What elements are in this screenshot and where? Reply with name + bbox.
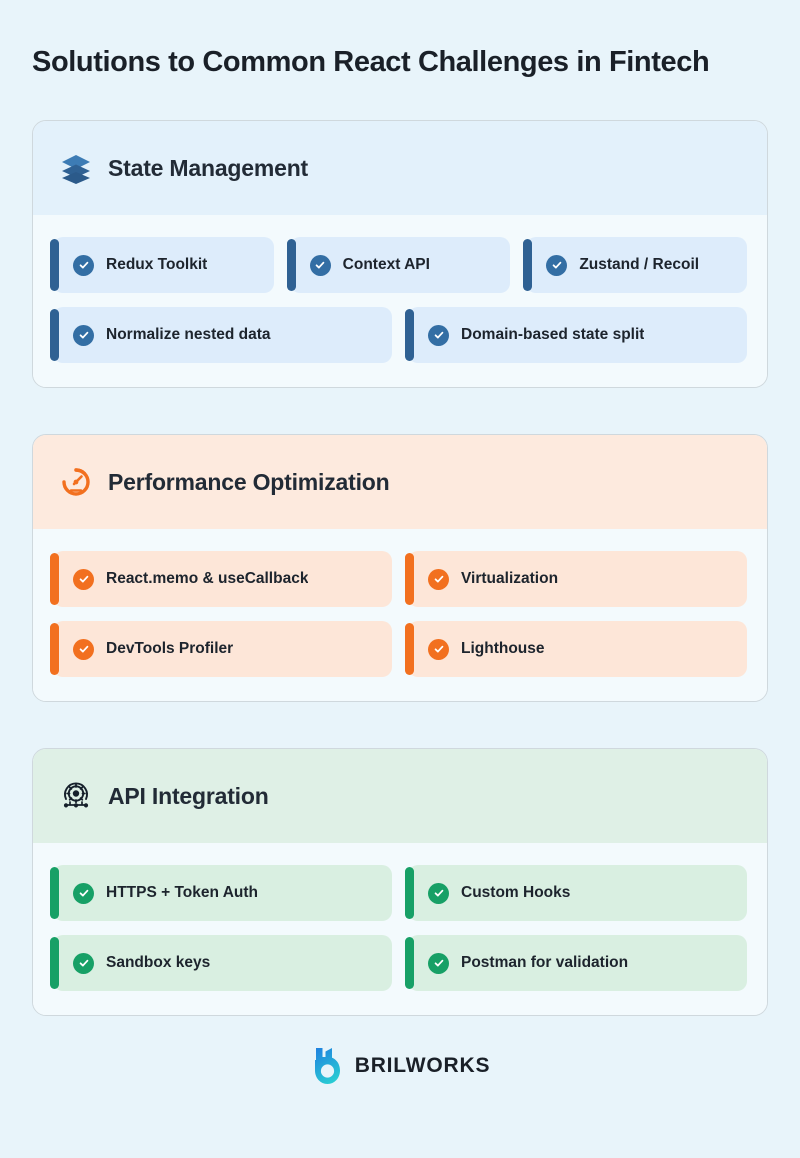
list-item-label: Custom Hooks [461,884,571,902]
gauge-speedometer-icon [59,465,93,499]
list-item-label: Lighthouse [461,640,545,658]
list-item[interactable]: Redux Toolkit [50,237,274,294]
pill-row: Normalize nested data Domain-based state… [50,307,747,364]
list-item[interactable]: Lighthouse [405,621,747,678]
footer-brand: BRILWORKS [32,1046,768,1086]
list-item[interactable]: Context API [286,237,511,294]
pill-row: DevTools Profiler Lighthouse [50,621,747,678]
section-header-api-integration: API Integration [33,749,767,844]
list-item[interactable]: Domain-based state split [405,307,747,364]
list-item-label: Normalize nested data [106,326,271,344]
check-circle-icon [546,254,568,276]
section-body-performance-optimization: React.memo & useCallback Virtualization … [33,529,767,702]
list-item[interactable]: Zustand / Recoil [523,237,748,294]
list-item-label: HTTPS + Token Auth [106,884,258,902]
list-item-label: Postman for validation [461,954,629,972]
layers-stack-icon [59,151,93,185]
brilworks-b-logo [310,1046,344,1086]
check-circle-icon [428,638,449,660]
section-title: State Management [108,154,309,181]
check-circle-icon [73,952,94,974]
section-header-state-management: State Management [33,121,767,216]
check-circle-icon [73,324,94,346]
list-item[interactable]: Sandbox keys [50,935,392,992]
list-item[interactable]: Postman for validation [405,935,747,992]
section-body-api-integration: HTTPS + Token Auth Custom Hooks Sandbox … [33,843,767,1016]
check-circle-icon [428,882,449,904]
pill-row: Redux Toolkit Context API Zustand / Reco… [50,237,748,294]
list-item-label: React.memo & useCallback [106,570,309,588]
list-item-label: Virtualization [461,570,559,588]
list-item-label: Redux Toolkit [106,256,208,274]
list-item[interactable]: Custom Hooks [405,865,747,922]
list-item[interactable]: React.memo & useCallback [50,551,392,608]
section-title: API Integration [108,782,269,809]
check-circle-icon [428,952,449,974]
list-item-label: DevTools Profiler [106,640,234,658]
section-card-api-integration: API Integration HTTPS + Token Auth Custo… [32,748,768,1017]
list-item[interactable]: Virtualization [405,551,747,608]
check-circle-icon [428,568,449,590]
list-item-label: Sandbox keys [106,954,211,972]
section-header-performance-optimization: Performance Optimization [33,435,767,530]
check-circle-icon [428,324,449,346]
section-title: Performance Optimization [108,468,390,495]
check-circle-icon [73,254,94,276]
check-circle-icon [73,638,94,660]
list-item[interactable]: DevTools Profiler [50,621,392,678]
list-item[interactable]: HTTPS + Token Auth [50,865,392,922]
list-item-label: Context API [342,256,430,274]
brand-wordmark: BRILWORKS [354,1054,491,1078]
pill-row: React.memo & useCallback Virtualization [50,551,747,608]
check-circle-icon [309,254,331,276]
list-item-label: Zustand / Recoil [579,256,700,274]
check-circle-icon [73,568,94,590]
list-item-label: Domain-based state split [461,326,645,344]
section-card-state-management: State Management Redux Toolkit Context A… [32,120,768,389]
pill-row: Sandbox keys Postman for validation [50,935,747,992]
pill-row: HTTPS + Token Auth Custom Hooks [50,865,747,922]
page-title: Solutions to Common React Challenges in … [32,46,710,78]
api-gear-network-icon [59,779,93,813]
section-card-performance-optimization: Performance Optimization React.memo & us… [32,434,768,703]
section-body-state-management: Redux Toolkit Context API Zustand / Reco… [33,215,767,388]
check-circle-icon [73,882,94,904]
list-item[interactable]: Normalize nested data [50,307,392,364]
